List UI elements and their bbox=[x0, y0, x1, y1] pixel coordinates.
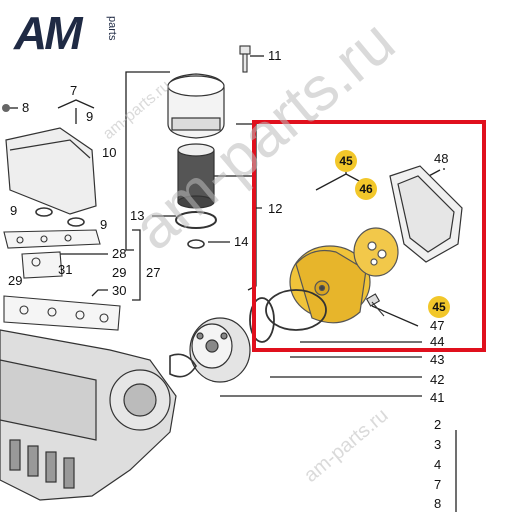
leader-30 bbox=[91, 289, 108, 297]
callout-13[interactable]: 13 bbox=[130, 208, 145, 223]
bolt-8 bbox=[2, 104, 10, 112]
bracket-27 bbox=[132, 229, 141, 301]
callout-9-left[interactable]: 9 bbox=[10, 203, 18, 218]
bracket-12-bottom bbox=[247, 208, 257, 291]
bracket-7 bbox=[57, 99, 95, 109]
callout-8-bottom[interactable]: 8 bbox=[434, 496, 442, 511]
o-ring-43 bbox=[249, 297, 275, 343]
bolt-11 bbox=[239, 45, 251, 73]
callout-7[interactable]: 7 bbox=[70, 83, 78, 98]
callout-9-top[interactable]: 9 bbox=[86, 109, 94, 124]
callout-31[interactable]: 31 bbox=[58, 262, 73, 277]
oil-filter-housing bbox=[167, 73, 225, 139]
callout-44[interactable]: 44 bbox=[430, 334, 445, 349]
callout-47[interactable]: 47 bbox=[430, 318, 445, 333]
callout-7-bottom[interactable]: 7 bbox=[434, 477, 442, 492]
callout-29-right[interactable]: 29 bbox=[112, 265, 127, 280]
callout-43[interactable]: 43 bbox=[430, 352, 445, 367]
callout-27[interactable]: 27 bbox=[146, 265, 161, 280]
highlighted-parts-frame bbox=[252, 120, 486, 352]
pump-gasket-46 bbox=[353, 227, 399, 277]
callout-14[interactable]: 14 bbox=[234, 234, 249, 249]
callout-28[interactable]: 28 bbox=[112, 246, 127, 261]
seal-ring-13 bbox=[175, 211, 217, 229]
callout-29-left[interactable]: 29 bbox=[8, 273, 23, 288]
seal-ring-14 bbox=[187, 239, 205, 249]
engine-block bbox=[0, 329, 177, 501]
callout-48[interactable]: 48 bbox=[434, 151, 449, 166]
badge-46[interactable]: 46 bbox=[355, 178, 377, 200]
callout-41[interactable]: 41 bbox=[430, 390, 445, 405]
seal-9-right bbox=[67, 217, 85, 227]
callout-12[interactable]: 12 bbox=[268, 201, 283, 216]
callout-11[interactable]: 11 bbox=[268, 48, 282, 63]
pump-bolt-47 bbox=[365, 293, 385, 317]
pump-cover-48 bbox=[389, 165, 463, 263]
am-parts-logo[interactable]: AM parts bbox=[14, 7, 144, 59]
callout-30[interactable]: 30 bbox=[112, 283, 127, 298]
bracket-12-top bbox=[236, 123, 262, 209]
callout-4[interactable]: 4 bbox=[434, 457, 442, 472]
callout-9-right[interactable]: 9 bbox=[100, 217, 108, 232]
callout-8[interactable]: 8 bbox=[22, 100, 30, 115]
callout-3[interactable]: 3 bbox=[434, 437, 442, 452]
pump-o-ring-44 bbox=[265, 289, 327, 331]
badge-45-top[interactable]: 45 bbox=[335, 150, 357, 172]
cylinder-head-cover bbox=[5, 127, 97, 215]
intake-gasket bbox=[3, 229, 101, 249]
leader-47 bbox=[371, 305, 419, 327]
vacuum-pump-body bbox=[289, 245, 371, 324]
callout-10[interactable]: 10 bbox=[102, 145, 117, 160]
logo-brand: AM bbox=[14, 7, 83, 59]
callout-42[interactable]: 42 bbox=[430, 372, 445, 387]
bracket-10 bbox=[125, 71, 134, 251]
exhaust-gasket bbox=[21, 251, 63, 279]
oil-filter-element bbox=[177, 143, 215, 209]
pump-gasket-42 bbox=[169, 353, 197, 378]
manifold-gasket bbox=[3, 295, 121, 331]
badge-45-bottom[interactable]: 45 bbox=[428, 296, 450, 318]
seal-9-left bbox=[35, 207, 53, 217]
tandem-pump bbox=[189, 317, 251, 383]
callout-2[interactable]: 2 bbox=[434, 417, 442, 432]
